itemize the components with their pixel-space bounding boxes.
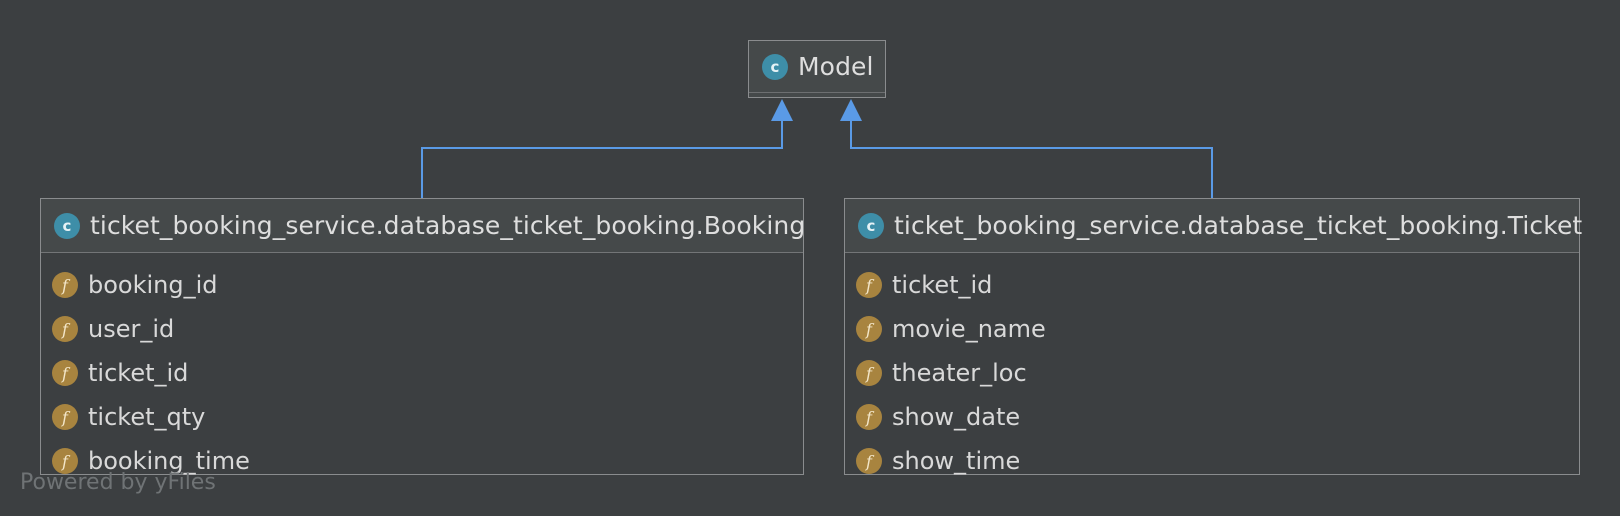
field-name: booking_time [88, 447, 250, 475]
field-name: show_date [892, 403, 1021, 431]
field-icon: f [856, 404, 882, 430]
edge-line-ticket-to-model [850, 120, 1213, 198]
class-title-booking: ticket_booking_service.database_ticket_b… [90, 211, 806, 240]
field-name: user_id [88, 315, 175, 343]
field-name: show_time [892, 447, 1021, 475]
field-item[interactable]: f movie_name [845, 307, 1579, 351]
field-item[interactable]: f user_id [41, 307, 803, 351]
field-item[interactable]: f theater_loc [845, 351, 1579, 395]
edge-line-booking-to-model [421, 120, 783, 198]
inheritance-arrowhead-booking [771, 99, 793, 121]
class-header-ticket[interactable]: c ticket_booking_service.database_ticket… [845, 199, 1583, 253]
edge-ticket-to-model [840, 99, 1213, 198]
field-icon: f [52, 316, 78, 342]
field-name: ticket_id [892, 271, 993, 299]
field-item[interactable]: f booking_time [41, 439, 803, 483]
inheritance-arrowhead-ticket [840, 99, 862, 121]
field-icon: f [856, 316, 882, 342]
class-header-model[interactable]: c Model [749, 41, 885, 93]
yfiles-watermark: Powered by yFiles [20, 470, 216, 495]
field-name: ticket_qty [88, 403, 206, 431]
field-item[interactable]: f ticket_id [845, 263, 1579, 307]
class-icon: c [54, 212, 80, 239]
class-node-ticket[interactable]: c ticket_booking_service.database_ticket… [844, 198, 1583, 475]
class-icon: c [762, 53, 788, 80]
class-header-booking[interactable]: c ticket_booking_service.database_ticket… [41, 199, 806, 253]
field-item[interactable]: f show_time [845, 439, 1579, 483]
field-icon: f [52, 448, 78, 474]
field-item[interactable]: f show_date [845, 395, 1579, 439]
field-list-booking: f booking_id f user_id f ticket_id f tic… [41, 253, 803, 483]
field-item[interactable]: f booking_id [41, 263, 803, 307]
class-node-model[interactable]: c Model [748, 40, 886, 98]
field-name: booking_id [88, 271, 218, 299]
field-icon: f [856, 360, 882, 386]
field-icon: f [52, 272, 78, 298]
class-title-model: Model [798, 52, 874, 81]
field-name: ticket_id [88, 359, 189, 387]
field-list-ticket: f ticket_id f movie_name f theater_loc f… [845, 253, 1579, 483]
field-icon: f [856, 272, 882, 298]
field-item[interactable]: f ticket_qty [41, 395, 803, 439]
class-node-booking[interactable]: c ticket_booking_service.database_ticket… [40, 198, 806, 475]
edge-booking-to-model [421, 99, 793, 198]
field-item[interactable]: f ticket_id [41, 351, 803, 395]
field-icon: f [52, 404, 78, 430]
field-name: theater_loc [892, 359, 1027, 387]
field-icon: f [856, 448, 882, 474]
field-icon: f [52, 360, 78, 386]
class-icon: c [858, 212, 884, 239]
field-name: movie_name [892, 315, 1046, 343]
class-title-ticket: ticket_booking_service.database_ticket_b… [894, 211, 1583, 240]
